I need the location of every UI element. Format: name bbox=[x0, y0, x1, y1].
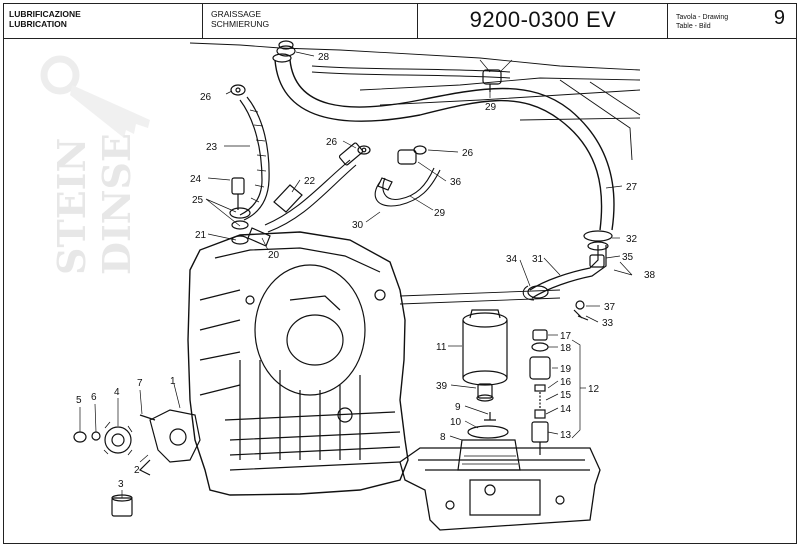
oil-strainer bbox=[457, 412, 521, 471]
callout-30: 30 bbox=[352, 220, 364, 231]
section-french: GRAISSAGE bbox=[211, 9, 262, 19]
callout-26-mid: 26 bbox=[326, 137, 338, 148]
callout-24: 24 bbox=[190, 174, 202, 185]
callout-38: 38 bbox=[644, 270, 656, 281]
title-block: LUBRIFICAZIONE LUBRICATION GRAISSAGE SCH… bbox=[3, 3, 797, 39]
watermark-line-1: STEIN bbox=[49, 138, 94, 275]
callout-27: 27 bbox=[626, 182, 638, 193]
callout-9: 9 bbox=[455, 402, 461, 413]
hose-30 bbox=[374, 145, 441, 207]
bushing-3 bbox=[111, 494, 133, 517]
return-pipe bbox=[522, 230, 613, 321]
callout-32: 32 bbox=[626, 234, 638, 245]
callout-25: 25 bbox=[192, 195, 204, 206]
callout-29-top: 29 bbox=[485, 102, 497, 113]
code-cell: 9200-0300 EV bbox=[418, 3, 668, 39]
pressure-regulator bbox=[529, 329, 551, 455]
pipe-22 bbox=[264, 142, 371, 233]
callout-26-right: 26 bbox=[462, 148, 474, 159]
callout-31: 31 bbox=[532, 254, 544, 265]
callout-33: 33 bbox=[602, 318, 614, 329]
callout-39: 39 bbox=[436, 381, 448, 392]
leader-lines bbox=[79, 51, 633, 498]
section-cell-2: GRAISSAGE SCHMIERUNG bbox=[203, 3, 418, 39]
callout-1: 1 bbox=[170, 376, 176, 387]
callout-labels: 28 29 26 23 24 25 21 20 22 26 26 36 29 3… bbox=[76, 52, 656, 490]
watermark-logo: STEIN DINSE bbox=[40, 55, 150, 275]
callout-7: 7 bbox=[137, 378, 143, 389]
drawing-number-cell: Tavola - Drawing Table - Bild 9 bbox=[668, 3, 797, 39]
section-italian: LUBRIFICAZIONE bbox=[9, 9, 81, 19]
callout-15: 15 bbox=[560, 390, 572, 401]
callout-4: 4 bbox=[114, 387, 120, 398]
callout-11: 11 bbox=[436, 342, 447, 353]
main-hose bbox=[272, 53, 615, 231]
watermark-line-2: DINSE bbox=[94, 133, 139, 275]
callout-5: 5 bbox=[76, 395, 82, 406]
oil-filter bbox=[462, 309, 508, 402]
callout-10: 10 bbox=[450, 417, 462, 428]
callout-12: 12 bbox=[588, 384, 600, 395]
callout-13: 13 bbox=[560, 430, 572, 441]
drawing-label-1: Tavola - Drawing bbox=[676, 14, 729, 21]
callout-8: 8 bbox=[440, 432, 446, 443]
callout-36: 36 bbox=[450, 177, 462, 188]
callout-34: 34 bbox=[506, 254, 518, 265]
callout-28: 28 bbox=[318, 52, 330, 63]
callout-20: 20 bbox=[268, 250, 280, 261]
drawing-code: 9200-0300 EV bbox=[469, 7, 617, 32]
callout-22: 22 bbox=[304, 176, 316, 187]
callout-37: 37 bbox=[604, 302, 616, 313]
section-cell: LUBRIFICAZIONE LUBRICATION bbox=[3, 3, 203, 39]
callout-16: 16 bbox=[560, 377, 572, 388]
callout-18: 18 bbox=[560, 343, 572, 354]
section-english: LUBRICATION bbox=[9, 19, 67, 29]
oil-pan bbox=[399, 447, 601, 531]
section-german: SCHMIERUNG bbox=[211, 19, 270, 29]
drawing-label-2: Table - Bild bbox=[676, 23, 711, 30]
callout-35: 35 bbox=[622, 252, 634, 263]
callout-6: 6 bbox=[91, 392, 97, 403]
callout-2: 2 bbox=[134, 465, 140, 476]
drawing-number: 9 bbox=[773, 7, 785, 29]
callout-3: 3 bbox=[118, 479, 124, 490]
callout-29-mid: 29 bbox=[434, 208, 446, 219]
callout-21: 21 bbox=[195, 230, 207, 241]
callout-17: 17 bbox=[560, 331, 572, 342]
hose-23 bbox=[230, 84, 270, 221]
drawing-frame bbox=[3, 3, 797, 544]
key-icon bbox=[40, 55, 150, 138]
fitting-28 bbox=[276, 40, 296, 57]
engine-block bbox=[187, 231, 561, 496]
callout-14: 14 bbox=[560, 404, 572, 415]
callout-23: 23 bbox=[206, 142, 218, 153]
callout-26-left: 26 bbox=[200, 92, 212, 103]
oil-pump bbox=[73, 409, 201, 476]
callout-19: 19 bbox=[560, 364, 572, 375]
